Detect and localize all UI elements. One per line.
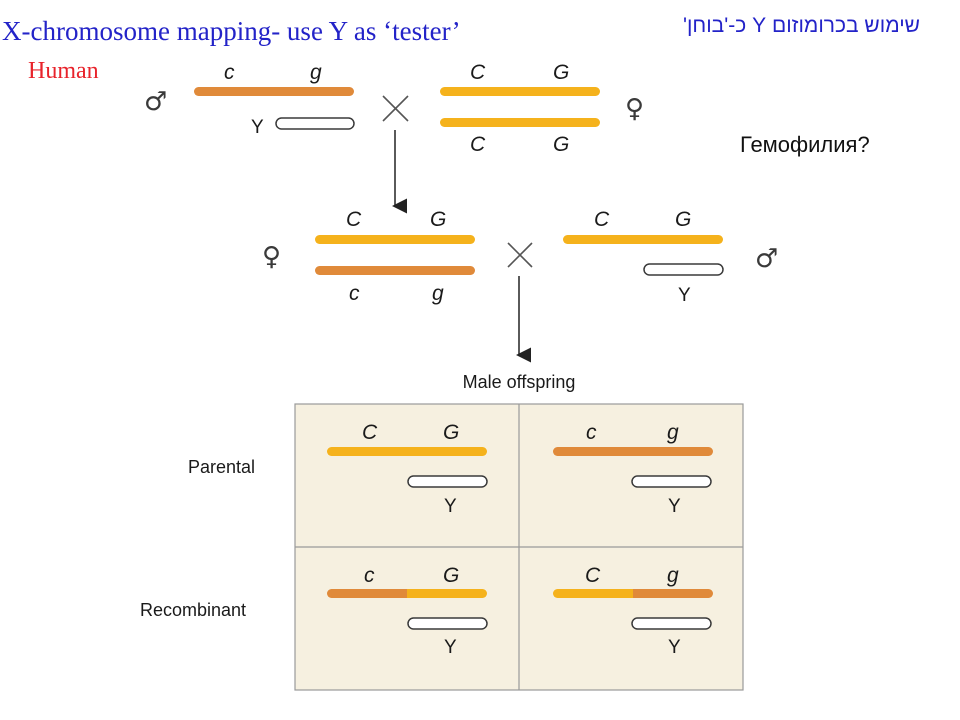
gene-label-g: g — [667, 421, 679, 444]
offspring-cell: C G Y — [327, 421, 488, 517]
hemophilia-question: Гемофилия? — [740, 132, 870, 157]
y-chromosome — [643, 263, 724, 276]
gene-label-c: c — [586, 421, 597, 444]
x-chromosome-CG — [440, 87, 600, 96]
row-label-parental: Parental — [188, 457, 255, 477]
gene-label-C: C — [346, 208, 362, 231]
y-chromosome — [275, 117, 355, 130]
x-chromosome-cg — [315, 266, 475, 275]
gene-label-C: C — [470, 61, 486, 84]
recombinant-chromosome-Cg — [553, 589, 713, 598]
gene-label-C: C — [470, 133, 486, 156]
y-chromosome — [407, 475, 488, 488]
gene-label-G: G — [553, 133, 569, 156]
y-label: Y — [668, 637, 681, 658]
gene-label-c: c — [364, 564, 375, 587]
gene-label-C: C — [362, 421, 378, 444]
gene-label-g: g — [432, 282, 444, 305]
y-label: Y — [444, 496, 457, 517]
female-symbol: ♀ — [625, 94, 644, 124]
slide-title: X-chromosome mapping- use Y as ‘tester’ — [2, 16, 461, 46]
x-chromosome-CG — [563, 235, 723, 244]
cross-icon — [507, 242, 533, 268]
offspring-cell: c g Y — [553, 421, 713, 517]
male-symbol: ♂ — [755, 244, 778, 274]
hebrew-note: שימוש בכרומוזום Y כ-'בוחן' — [682, 14, 920, 37]
row-label-recombinant: Recombinant — [140, 600, 246, 620]
gene-label-c: c — [224, 61, 235, 84]
cross-icon — [382, 95, 409, 122]
gene-label-G: G — [553, 61, 569, 84]
offspring-title: Male offspring — [463, 372, 576, 392]
male-symbol: ♂ — [144, 87, 167, 117]
gene-label-C: C — [585, 564, 601, 587]
y-chromosome — [631, 475, 712, 488]
y-label: Y — [251, 117, 264, 138]
offspring-cell: c G Y — [327, 564, 488, 658]
gene-label-g: g — [310, 61, 322, 84]
y-label: Y — [668, 496, 681, 517]
gene-label-G: G — [443, 421, 459, 444]
x-chromosome-CG — [315, 235, 475, 244]
y-chromosome — [407, 617, 488, 630]
species-label: Human — [28, 58, 99, 84]
x-chromosome-CG — [327, 447, 487, 456]
gene-label-G: G — [443, 564, 459, 587]
female-symbol: ♀ — [262, 242, 281, 272]
gene-label-G: G — [430, 208, 446, 231]
y-label: Y — [678, 285, 691, 306]
offspring-cell: C g Y — [553, 564, 713, 658]
x-chromosome-cg — [553, 447, 713, 456]
x-chromosome-CG — [440, 118, 600, 127]
gene-label-C: C — [594, 208, 610, 231]
y-chromosome — [631, 617, 712, 630]
gene-label-g: g — [667, 564, 679, 587]
gene-label-c: c — [349, 282, 360, 305]
gene-label-G: G — [675, 208, 691, 231]
recombinant-chromosome-cG — [327, 589, 487, 598]
x-chromosome-cg — [194, 87, 354, 96]
y-label: Y — [444, 637, 457, 658]
